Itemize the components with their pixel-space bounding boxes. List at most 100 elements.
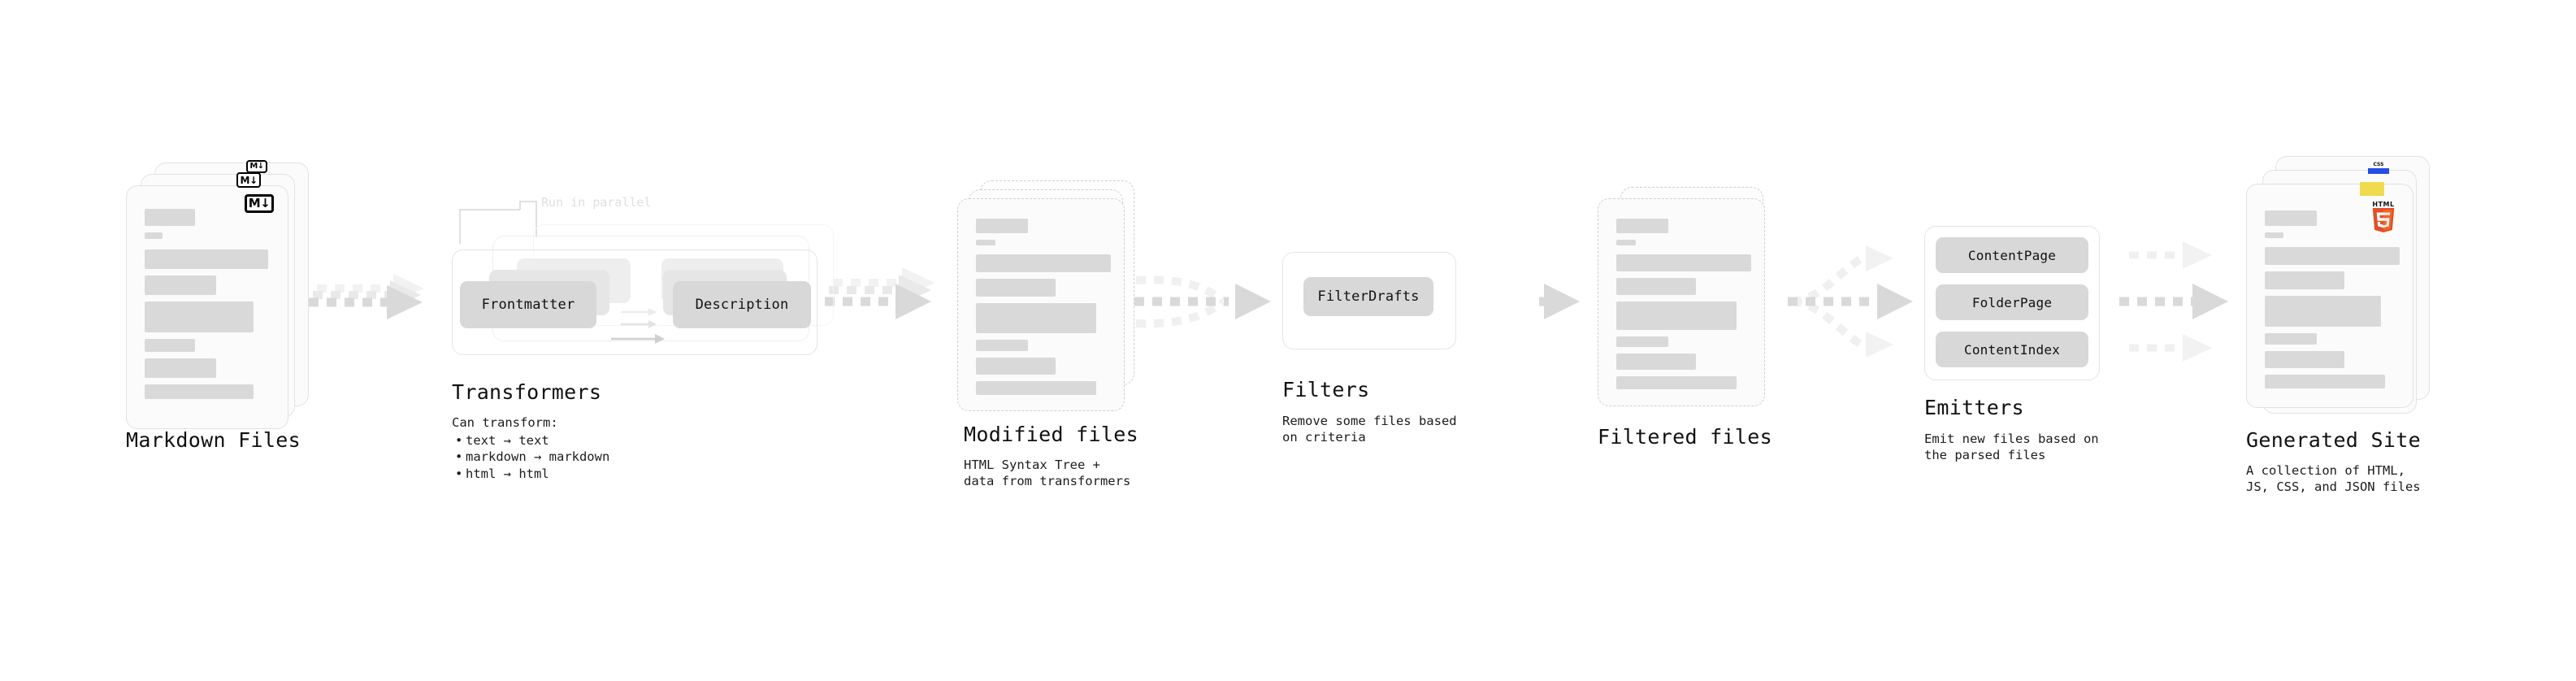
placeholder-bar (145, 339, 195, 352)
placeholder-bar (2265, 232, 2283, 238)
js-icon (2360, 182, 2384, 196)
markdown-card-stack: M↓ M↓ M↓ (126, 160, 313, 431)
arrow-filters-to-filtered (1539, 284, 1580, 319)
arrow-emitters-to-site (2119, 241, 2228, 362)
transformer-chip-description[interactable]: Description (673, 281, 811, 328)
placeholder-bar (976, 303, 1096, 333)
stage-title-emitters: Emitters (1924, 396, 2024, 419)
placeholder-bar (976, 279, 1056, 297)
css-icon-label: CSS (2373, 162, 2384, 167)
emitter-chip-folderpage[interactable]: FolderPage (1936, 284, 2088, 320)
markdown-icon: M↓ (236, 172, 261, 188)
placeholder-bar (976, 340, 1028, 351)
html5-shield-glyph (2372, 208, 2395, 233)
placeholder-bar (145, 384, 254, 399)
filter-chip-filterdrafts[interactable]: FilterDrafts (1303, 277, 1433, 316)
markdown-card-front (126, 185, 288, 429)
emitter-chip-contentindex[interactable]: ContentIndex (1936, 332, 2088, 367)
placeholder-bar (1616, 240, 1636, 245)
html5-icon-label: HTML (2372, 201, 2395, 208)
stage-title-filters: Filters (1282, 378, 1370, 401)
placeholder-bar (145, 358, 216, 378)
stage-title-transformers: Transformers (452, 380, 602, 404)
transformer-chip-frontmatter[interactable]: Frontmatter (460, 281, 596, 328)
stage-transformers: Frontmatter Description (452, 224, 834, 371)
filtered-card-stack (1598, 187, 1776, 419)
placeholder-bar (976, 358, 1056, 375)
filters-group-box (1282, 252, 1456, 349)
transformers-bullet: html → html (455, 466, 609, 483)
stage-title-filtered-files: Filtered files (1598, 425, 1772, 449)
chip-label: Description (695, 297, 789, 313)
markdown-icon: M↓ (246, 160, 267, 173)
placeholder-bar (1616, 278, 1696, 295)
emitter-chip-contentpage[interactable]: ContentPage (1936, 237, 2088, 273)
stage-modified-files (957, 180, 1144, 416)
placeholder-bar (976, 254, 1111, 272)
chip-label: ContentIndex (1964, 341, 2060, 358)
placeholder-bar (1616, 376, 1737, 389)
placeholder-bar (145, 249, 268, 269)
placeholder-bar (1616, 301, 1737, 330)
placeholder-bar (145, 232, 163, 239)
markdown-icon: M↓ (245, 194, 274, 213)
markdown-icon-label: M↓ (240, 174, 258, 186)
placeholder-bar (1616, 254, 1751, 271)
chip-label: FilterDrafts (1317, 288, 1420, 305)
placeholder-bar (2265, 247, 2400, 265)
placeholder-bar (976, 381, 1096, 395)
chip-label: Frontmatter (481, 297, 575, 313)
placeholder-bars (145, 209, 270, 406)
placeholder-bar (145, 301, 254, 332)
modified-card-stack (957, 180, 1144, 416)
html5-icon: HTML (2370, 201, 2397, 233)
arrow-filtered-to-emitters (1788, 245, 1913, 358)
placeholder-bar (145, 275, 216, 295)
placeholder-bar (976, 219, 1028, 233)
placeholder-bar (1616, 336, 1668, 347)
modified-card-front (957, 198, 1125, 411)
placeholder-bar (2265, 271, 2344, 289)
stage-generated-site: CSS HTML (2246, 156, 2441, 432)
emitters-group-box (1924, 226, 2100, 380)
stage-markdown-files: M↓ M↓ M↓ (126, 160, 313, 431)
markdown-icon-label: M↓ (249, 162, 264, 171)
placeholder-bar (976, 240, 995, 245)
transformers-bullet: markdown → markdown (455, 449, 609, 466)
emitters-subtitle: Emit new files based on the parsed files (1924, 432, 2099, 463)
placeholder-bar (1616, 219, 1668, 233)
stage-title-modified-files: Modified files (964, 423, 1138, 446)
stage-filters: FilterDrafts (1282, 252, 1456, 349)
site-card-stack: CSS HTML (2246, 156, 2441, 432)
transformers-bullet: text → text (455, 432, 609, 449)
modified-files-subtitle: HTML Syntax Tree + data from transformer… (964, 458, 1131, 489)
markdown-icon-label: M↓ (248, 196, 271, 210)
placeholder-bar (2265, 351, 2344, 368)
stage-title-markdown-files: Markdown Files (126, 428, 301, 452)
filters-subtitle: Remove some files based on criteria (1282, 414, 1457, 445)
placeholder-bars (2265, 210, 2400, 395)
placeholder-bar (2265, 375, 2385, 388)
placeholder-bar (2265, 210, 2317, 226)
filtered-card-front (1598, 198, 1765, 406)
placeholder-bars (976, 219, 1111, 401)
placeholder-bars (1616, 219, 1751, 396)
placeholder-bar (2265, 296, 2381, 327)
arrow-modified-to-filters (1134, 275, 1271, 328)
transformers-bullet-list: text → text markdown → markdown html → h… (452, 432, 609, 483)
stage-title-generated-site: Generated Site (2246, 428, 2421, 452)
arrow-transformers-to-modified (825, 267, 935, 319)
stage-filtered-files (1598, 187, 1776, 419)
chip-label: FolderPage (1971, 294, 2053, 310)
placeholder-bar (2265, 333, 2317, 345)
arrow-markdown-to-transformers (309, 274, 424, 319)
chip-label: ContentPage (1967, 247, 2057, 263)
css-icon: CSS (2368, 162, 2389, 174)
run-in-parallel-note: Run in parallel (541, 195, 652, 210)
placeholder-bar (1616, 354, 1696, 370)
placeholder-bar (145, 209, 195, 226)
stage-emitters: ContentPage FolderPage ContentIndex (1924, 226, 2100, 380)
transformer-group-front (452, 249, 817, 355)
generated-site-subtitle: A collection of HTML, JS, CSS, and JSON … (2246, 463, 2421, 495)
